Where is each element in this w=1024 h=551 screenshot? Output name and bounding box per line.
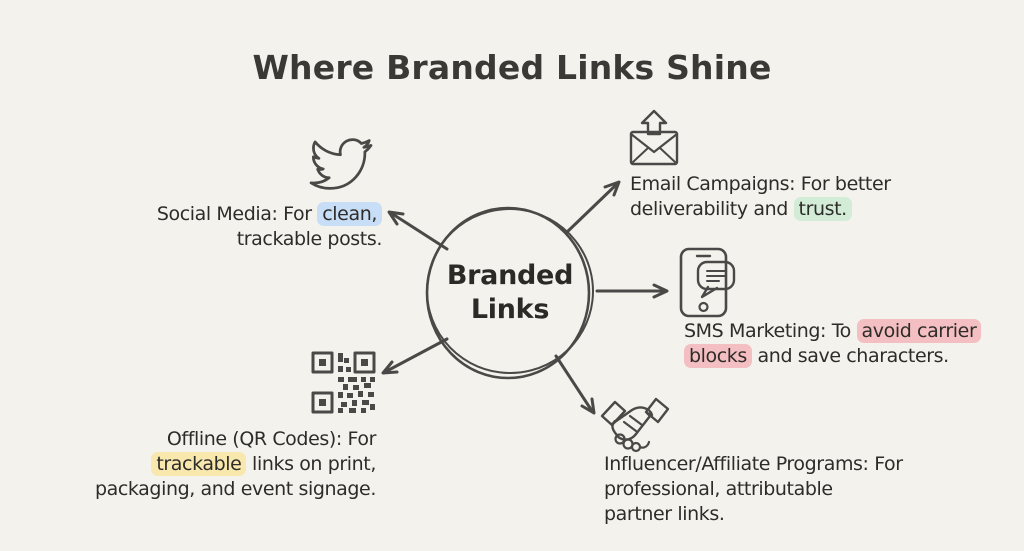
social-media-label: Social Media: For clean,trackable posts. xyxy=(156,202,382,250)
arrow-sms-marketing xyxy=(595,283,669,299)
central-node-line2: Links xyxy=(470,294,550,325)
central-node-line1: Branded xyxy=(446,260,574,291)
handshake-icon xyxy=(600,397,670,453)
page-title: Where Branded Links Shine xyxy=(252,48,772,87)
phone-message-icon xyxy=(679,247,736,318)
twitter-bird-icon xyxy=(309,138,373,190)
central-circle xyxy=(425,206,594,380)
qr-code-icon xyxy=(311,351,376,414)
central-node-label: Branded Links xyxy=(420,200,600,386)
email-send-icon xyxy=(629,109,679,166)
